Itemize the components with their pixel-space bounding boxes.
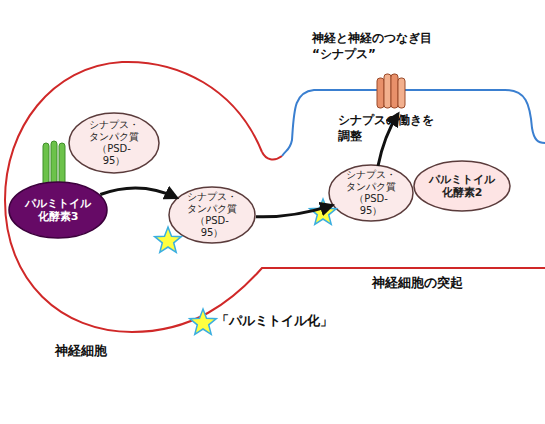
receptor-symbol [377, 74, 405, 108]
synapse-caption: 神経と神経のつなぎ目 “シナプス” [312, 30, 432, 62]
node-text: シナプス・ タンパク質 （PSD-95） [187, 191, 237, 239]
ellipse-shape [169, 187, 255, 243]
legend-text: 「パルミトイル化」 [216, 312, 333, 330]
palmitoylation-star [155, 227, 182, 252]
ellipse-shape [9, 182, 107, 238]
region-label: 神経細胞の突起 [372, 274, 463, 292]
legend-star-symbol [190, 309, 217, 334]
node-text: パルミトイル 化酵素2 [429, 173, 495, 199]
function-note: シナプスの働きを 調整 [338, 112, 434, 144]
flow-arrow [100, 188, 176, 198]
enzyme-ellipse: パルミトイル 化酵素3 [8, 181, 108, 239]
node-text: パルミトイル 化酵素3 [25, 197, 91, 223]
synapse-membrane [282, 90, 545, 156]
cell-membrane-notch [262, 152, 282, 159]
cell-membrane [5, 62, 545, 332]
ellipse-shape [69, 113, 159, 173]
node-text: シナプス・ タンパク質 （PSD-95） [346, 169, 396, 217]
palmitoylation-star [310, 199, 337, 224]
node-text: シナプス・ タンパク質 （PSD-95） [89, 119, 139, 167]
flow-arrow [256, 205, 332, 216]
protein-ellipse: シナプス・ タンパク質 （PSD-95） [68, 112, 160, 174]
enzyme-ellipse: パルミトイル 化酵素2 [413, 160, 511, 212]
protein-ellipse: シナプス・ タンパク質 （PSD-95） [168, 186, 256, 244]
protein-ellipse: シナプス・ タンパク質 （PSD-95） [328, 164, 414, 222]
ellipse-shape [329, 165, 413, 221]
ellipse-shape [414, 161, 510, 211]
region-label: 神経細胞 [55, 342, 107, 360]
